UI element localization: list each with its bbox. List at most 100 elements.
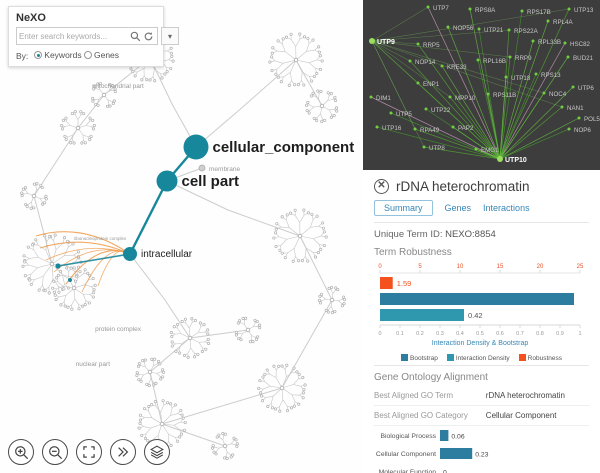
gene-node[interactable] (508, 55, 512, 59)
gene-label-rrp5[interactable]: RRP5 (423, 42, 440, 49)
gene-label-rps22a[interactable]: RPS22A (514, 28, 539, 35)
gene-node[interactable] (451, 125, 455, 129)
gene-label-enp1[interactable]: ENP1 (423, 81, 440, 88)
tab-genes[interactable]: Genes (444, 203, 472, 213)
gene-label-bud21[interactable]: BUD21 (573, 55, 594, 62)
gene-node[interactable] (416, 42, 420, 46)
gene-label-rps17b[interactable]: RPS17B (527, 9, 551, 16)
gene-node[interactable] (566, 55, 570, 59)
cluster-highlight-node[interactable] (68, 278, 72, 282)
gene-node[interactable] (474, 147, 478, 151)
gene-node[interactable] (477, 27, 481, 31)
gene-label-nop56[interactable]: NOP56 (453, 25, 474, 32)
gene-label-pol5[interactable]: POL5 (584, 116, 600, 123)
gene-label-rrp9[interactable]: RRP9 (515, 55, 532, 62)
gene-label-dim1[interactable]: DIM1 (376, 95, 391, 102)
gene-node[interactable] (448, 95, 452, 99)
tab-interactions[interactable]: Interactions (483, 203, 530, 213)
zoom-in-button[interactable] (8, 439, 34, 465)
search-options-dropdown[interactable]: ▾ (161, 27, 179, 45)
gene-node[interactable] (542, 91, 546, 95)
alignment-bar (440, 430, 449, 441)
gene-node[interactable] (476, 58, 480, 62)
tab-summary[interactable]: Summary (374, 200, 433, 216)
gene-node[interactable] (413, 127, 417, 131)
gene-node[interactable] (446, 25, 450, 29)
gene-label-rpa49[interactable]: RPA49 (420, 127, 440, 134)
gene-label-rps8a[interactable]: RPS8A (475, 7, 496, 14)
fit-to-screen-button[interactable] (76, 439, 102, 465)
gene-node[interactable] (375, 125, 379, 129)
gene-node[interactable] (507, 28, 511, 32)
gene-label-utp9[interactable]: UTP9 (377, 39, 395, 46)
gene-label-utp7[interactable]: UTP7 (433, 5, 449, 12)
gene-label-utp13[interactable]: UTP13 (574, 7, 594, 14)
gene-node[interactable] (468, 7, 472, 11)
gene-label-utp16[interactable]: UTP16 (382, 125, 402, 132)
term-node-cell-part[interactable] (156, 170, 178, 192)
cluster-highlight-node[interactable] (55, 263, 61, 269)
gene-label-rps11b[interactable]: RPS11B (493, 92, 516, 99)
gene-node[interactable] (369, 95, 373, 99)
gene-node[interactable] (567, 127, 571, 131)
gene-label-rps13[interactable]: RPS13 (541, 72, 561, 79)
gene-node[interactable] (369, 38, 375, 44)
radio-genes[interactable]: Genes (83, 50, 119, 60)
gene-label-rpl4a[interactable]: RPL4A (553, 19, 573, 26)
membrane-node[interactable] (198, 164, 206, 172)
term-node-cellular-component[interactable] (183, 134, 209, 160)
gene-label-noc4[interactable]: NOC4 (549, 91, 567, 98)
radio-keywords[interactable]: Keywords (34, 50, 82, 60)
gene-node[interactable] (440, 64, 444, 68)
gene-label-utp22[interactable]: UTP22 (431, 107, 451, 114)
gene-label-utp18[interactable]: UTP18 (511, 75, 531, 82)
gene-node[interactable] (567, 7, 571, 11)
gene-label-utp21[interactable]: UTP21 (484, 27, 504, 34)
search-icon[interactable] (129, 30, 142, 43)
gene-node[interactable] (408, 59, 412, 63)
term-node-intracellular[interactable] (123, 247, 137, 261)
gene-label-rpl33b[interactable]: RPL33B (538, 39, 561, 46)
gene-node[interactable] (389, 111, 393, 115)
gene-node[interactable] (497, 156, 503, 162)
gene-label-utp5[interactable]: UTP5 (396, 111, 412, 118)
gene-label-hsc82[interactable]: HSC82 (570, 41, 591, 48)
gene-node[interactable] (422, 145, 426, 149)
gene-label-emg1[interactable]: EMG1 (481, 147, 499, 154)
gene-node[interactable] (534, 72, 538, 76)
svg-text:0.23: 0.23 (475, 452, 488, 459)
layers-button[interactable] (144, 439, 170, 465)
gene-node[interactable] (560, 105, 564, 109)
gene-node[interactable] (504, 75, 508, 79)
gene-node[interactable] (486, 92, 490, 96)
gene-label-mpp10[interactable]: MPP10 (455, 95, 476, 102)
gene-label-utp8[interactable]: UTP8 (429, 145, 445, 152)
gene-label-nop6[interactable]: NOP6 (574, 127, 591, 134)
search-input[interactable] (19, 31, 129, 41)
expand-chevrons-button[interactable] (110, 439, 136, 465)
gene-node[interactable] (571, 85, 575, 89)
gene-node[interactable] (546, 19, 550, 23)
gene-node[interactable] (416, 81, 420, 85)
gene-label-nop14[interactable]: NOP14 (415, 59, 436, 66)
gene-label-utp10[interactable]: UTP10 (505, 157, 527, 164)
gene-label-nan1[interactable]: NAN1 (567, 105, 584, 112)
gene-node[interactable] (426, 5, 430, 9)
gene-node[interactable] (520, 9, 524, 13)
zoom-out-button[interactable] (42, 439, 68, 465)
unique-term-id: Unique Term ID: NEXO:8854 (374, 223, 589, 244)
svg-text:0.4: 0.4 (456, 331, 464, 337)
close-icon[interactable]: ✕ (374, 179, 389, 194)
gene-node[interactable] (531, 39, 535, 43)
gene-node[interactable] (563, 41, 567, 45)
gene-label-pap2[interactable]: PAP2 (458, 125, 474, 132)
gene-label-utp6[interactable]: UTP6 (578, 85, 594, 92)
gene-label-rpl16b[interactable]: RPL16B (483, 58, 506, 65)
gene-node[interactable] (577, 116, 581, 120)
reset-icon[interactable] (142, 30, 155, 43)
gene-node[interactable] (424, 107, 428, 111)
gene-label-kre33[interactable]: KRE33 (447, 64, 467, 71)
